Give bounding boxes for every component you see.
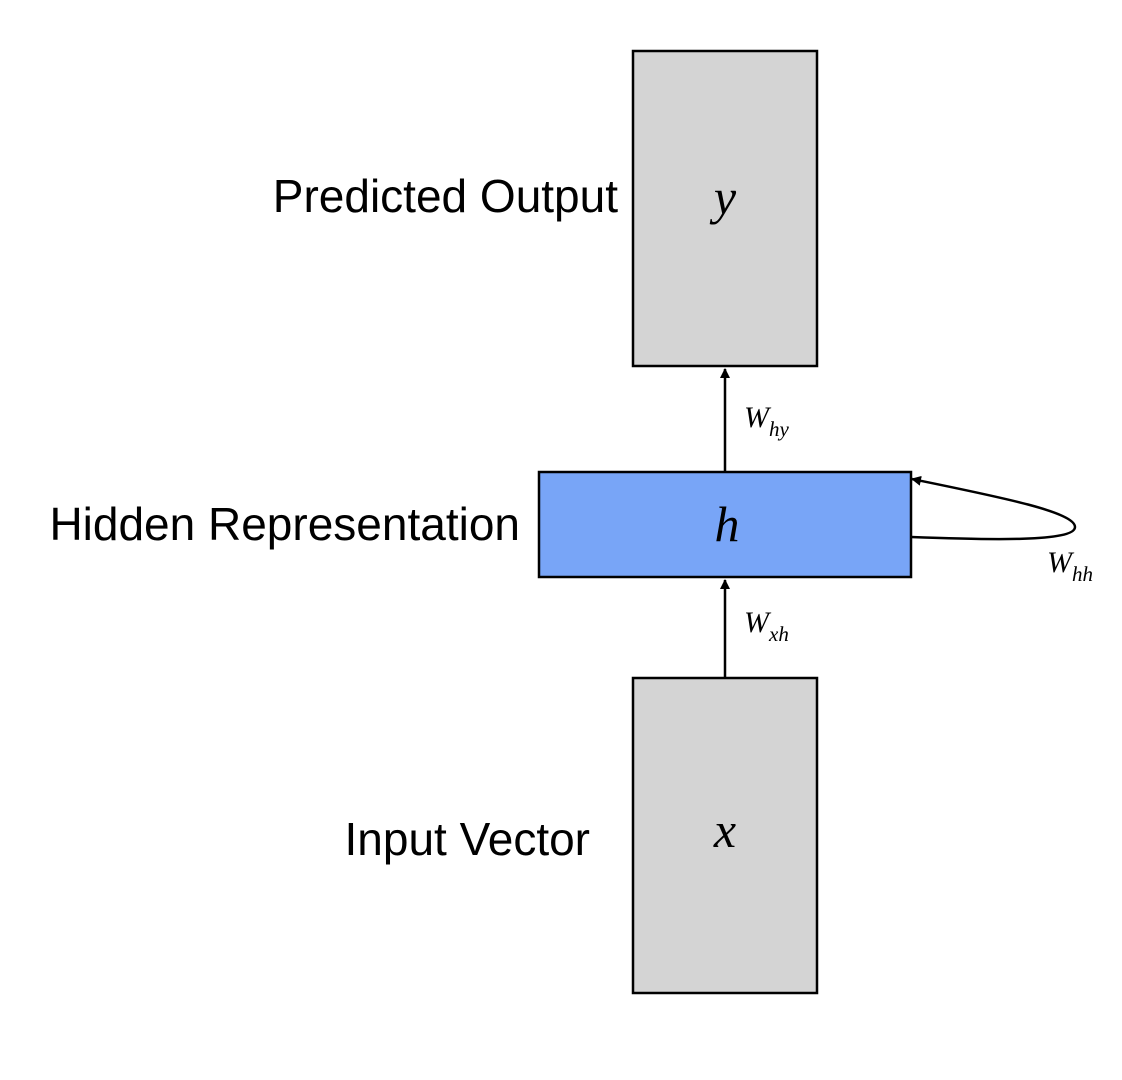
- hidden-box: [537, 470, 913, 579]
- recurrent-loop-arrow: [910, 475, 1077, 541]
- input-label: Input Vector: [345, 813, 591, 865]
- weight-hy-label: Why: [744, 401, 790, 441]
- output-box: [631, 49, 819, 368]
- hidden-symbol: h: [715, 496, 740, 552]
- input-symbol: x: [713, 802, 736, 858]
- hidden-label: Hidden Representation: [49, 498, 520, 550]
- weight-xh-label: Wxh: [744, 606, 789, 646]
- output-label: Predicted Output: [273, 170, 618, 222]
- weight-hh-label: Whh: [1047, 546, 1093, 586]
- output-symbol: y: [709, 169, 737, 225]
